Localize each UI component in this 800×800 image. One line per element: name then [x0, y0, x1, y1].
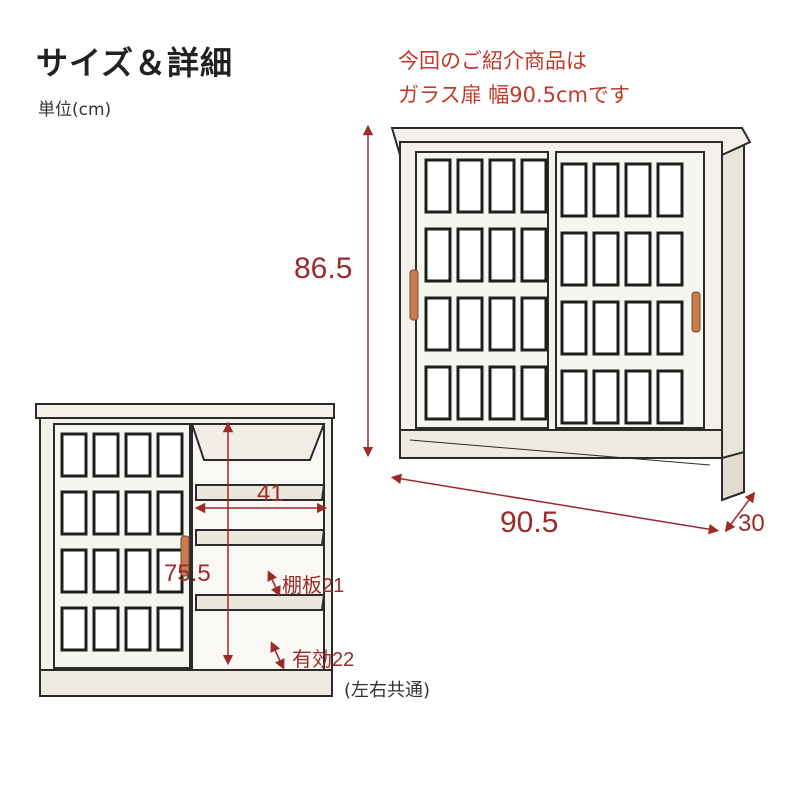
- shelf-dimension-line: [267, 570, 281, 597]
- glass-pane: [60, 490, 88, 536]
- glass-pane: [60, 548, 88, 594]
- glass-pane: [456, 158, 484, 214]
- glass-pane: [124, 606, 152, 652]
- glass-pane: [92, 490, 120, 536]
- glass-pane: [424, 296, 452, 352]
- glass-pane: [520, 296, 548, 352]
- product-note-line1: 今回のご紹介商品は: [398, 49, 587, 73]
- glass-pane: [520, 365, 548, 421]
- glass-pane: [92, 432, 120, 478]
- effective-label: 有効22: [292, 649, 355, 671]
- glass-pane: [488, 365, 516, 421]
- depth-label: 30: [738, 510, 765, 537]
- width-dimension-line: [390, 473, 720, 535]
- glass-pane: [424, 365, 452, 421]
- glass-pane: [60, 432, 88, 478]
- glass-pane: [424, 158, 452, 214]
- depth-dimension-line: [724, 491, 756, 533]
- glass-pane: [592, 162, 620, 218]
- glass-pane: [92, 548, 120, 594]
- product-note-line2: ガラス扉 幅90.5cmです: [398, 83, 631, 107]
- inner-width-label: 41: [257, 480, 284, 507]
- glass-pane: [560, 300, 588, 356]
- inner-height-label: 75.5: [164, 560, 211, 587]
- glass-pane: [456, 227, 484, 283]
- glass-pane: [592, 300, 620, 356]
- front-right-handle: [691, 291, 701, 333]
- glass-pane: [156, 606, 184, 652]
- glass-pane: [624, 369, 652, 425]
- glass-pane: [656, 162, 684, 218]
- glass-pane: [488, 158, 516, 214]
- glass-pane: [520, 227, 548, 283]
- glass-pane: [156, 490, 184, 536]
- shelf-label: 棚板21: [282, 575, 345, 597]
- glass-pane: [456, 365, 484, 421]
- glass-pane: [488, 296, 516, 352]
- front-glass-grid: [424, 158, 684, 425]
- glass-pane: [520, 158, 548, 214]
- glass-pane: [124, 432, 152, 478]
- glass-pane: [60, 606, 88, 652]
- glass-pane: [560, 162, 588, 218]
- front-left-handle: [409, 269, 419, 321]
- open-glass-grid: [60, 432, 184, 652]
- glass-pane: [456, 296, 484, 352]
- glass-pane: [624, 231, 652, 287]
- glass-pane: [592, 369, 620, 425]
- glass-pane: [656, 369, 684, 425]
- common-note: (左右共通): [344, 680, 431, 701]
- unit-label: 単位(cm): [38, 100, 112, 120]
- glass-pane: [592, 231, 620, 287]
- glass-pane: [656, 300, 684, 356]
- glass-pane: [424, 227, 452, 283]
- page-title: サイズ＆詳細: [36, 44, 234, 82]
- glass-pane: [560, 369, 588, 425]
- width-label: 90.5: [500, 506, 559, 539]
- glass-pane: [656, 231, 684, 287]
- glass-pane: [624, 162, 652, 218]
- effective-dimension-line: [270, 641, 285, 670]
- glass-pane: [560, 231, 588, 287]
- glass-pane: [488, 227, 516, 283]
- open-door-handle: [180, 535, 190, 577]
- glass-pane: [92, 606, 120, 652]
- glass-pane: [124, 490, 152, 536]
- product-note: 今回のご紹介商品は ガラス扉 幅90.5cmです: [398, 44, 630, 112]
- glass-pane: [124, 548, 152, 594]
- glass-pane: [156, 432, 184, 478]
- height-label: 86.5: [294, 252, 353, 285]
- glass-pane: [624, 300, 652, 356]
